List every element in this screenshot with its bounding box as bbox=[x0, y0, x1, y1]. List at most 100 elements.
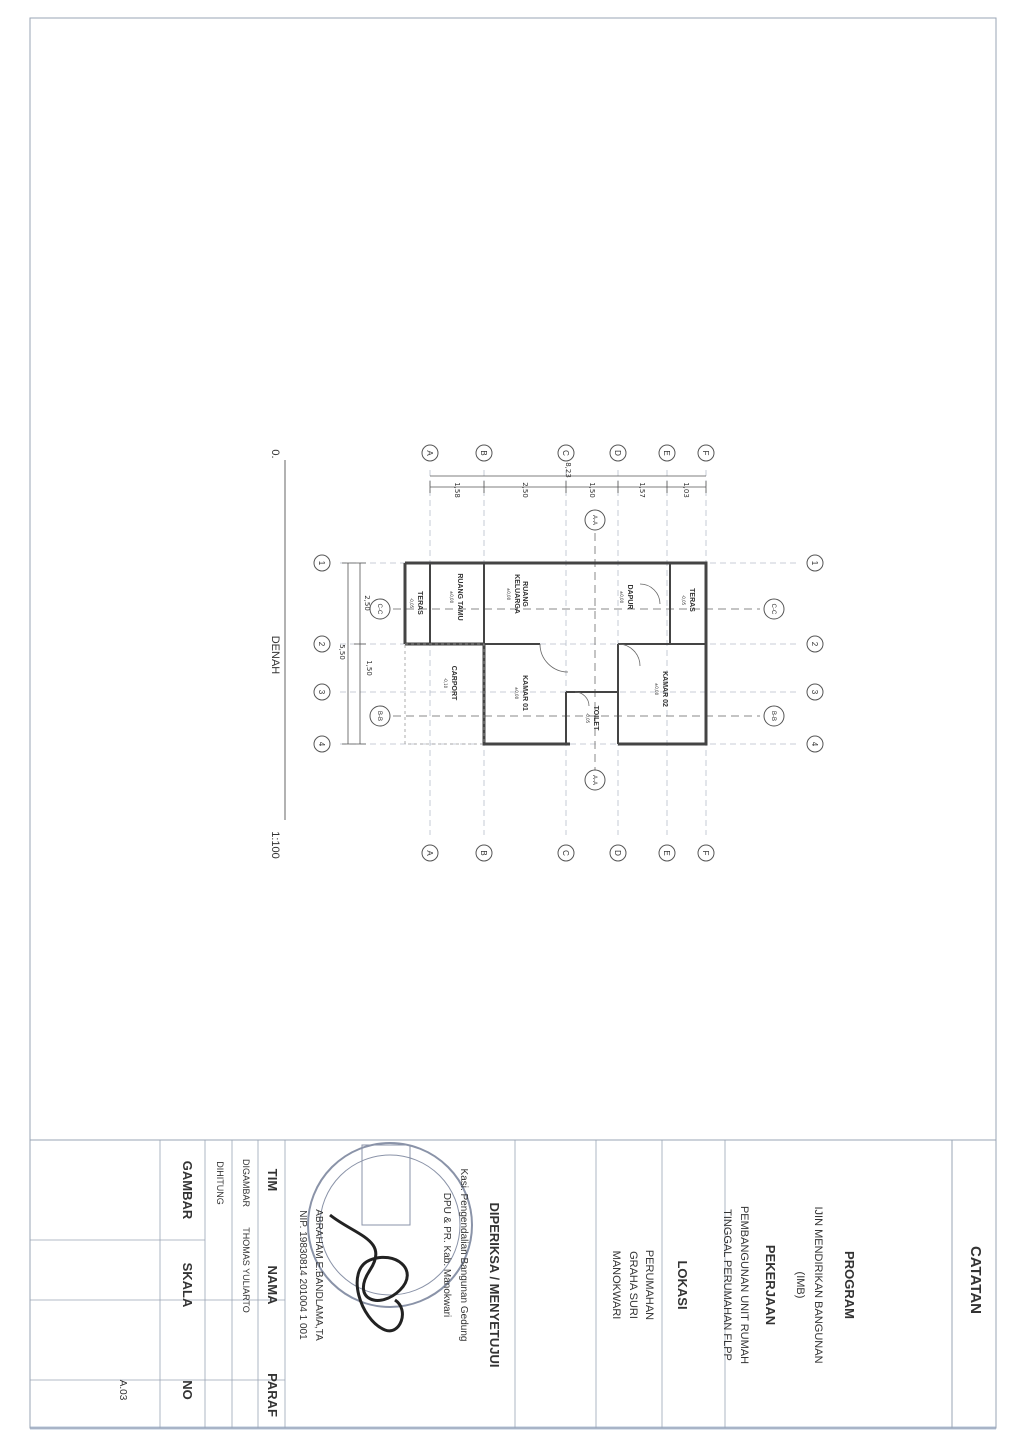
dimension-segment: 1,03 bbox=[682, 482, 690, 498]
grid-bubble-3-right bbox=[806, 683, 824, 701]
dimension-segment: 1,58 bbox=[453, 482, 461, 498]
room-label: DAPUR bbox=[626, 585, 633, 610]
grid-label: 4 bbox=[317, 742, 326, 747]
room-level: -0,10 bbox=[443, 678, 448, 689]
diperiksa-heading: DIPERIKSA / MENYETUJUI bbox=[487, 1203, 502, 1368]
left-dimension bbox=[342, 562, 366, 745]
room-level: ±0,00 bbox=[514, 687, 519, 700]
grid-bubble-1-left bbox=[313, 554, 331, 572]
title-block: CATATAN PROGRAM IJIN MENDIRIKAN BANGUNAN… bbox=[29, 1139, 997, 1429]
grid-label: 4 bbox=[810, 742, 819, 747]
room-level: -0,05 bbox=[585, 713, 590, 724]
room-level: ±0,00 bbox=[449, 591, 454, 604]
pekerjaan-line2: TINGGAL PERUMAHAN FLPP bbox=[721, 1209, 733, 1361]
section-label: C-C bbox=[770, 604, 776, 615]
program-heading: PROGRAM bbox=[842, 1251, 857, 1319]
section-label: A-A bbox=[591, 515, 597, 525]
dimension-segment: 1,57 bbox=[638, 482, 646, 498]
grid-label: F bbox=[701, 451, 710, 456]
top-dimension bbox=[429, 475, 707, 493]
dimension-total: 8,23 bbox=[564, 462, 572, 478]
grid-bubble-a-top bbox=[421, 444, 439, 462]
grid-label: A bbox=[425, 450, 434, 456]
dimension-segment: 1,50 bbox=[588, 482, 596, 498]
room-label: RUANG bbox=[521, 581, 528, 607]
room-label: TOILET bbox=[592, 706, 599, 731]
walls bbox=[403, 561, 708, 746]
program-line1: IJIN MENDIRIKAN BANGUNAN bbox=[812, 1206, 824, 1363]
pekerjaan-heading: PEKERJAAN bbox=[763, 1245, 778, 1325]
room-level: ±0,00 bbox=[506, 588, 511, 601]
grid-bubble-2-left bbox=[313, 635, 331, 653]
room-level: ±0,00 bbox=[654, 683, 659, 696]
grid-label: E bbox=[662, 450, 671, 455]
digambar-label: DIGAMBAR bbox=[241, 1159, 251, 1208]
room-level: ±0,00 bbox=[619, 591, 624, 604]
grid-bubbles-bottom bbox=[421, 844, 715, 862]
catatan-heading: CATATAN bbox=[967, 1246, 984, 1314]
scale-zero: 0. bbox=[269, 449, 281, 458]
section-marker-bb-right bbox=[763, 705, 785, 727]
grid-label: D bbox=[613, 450, 622, 456]
section-label: B-B bbox=[376, 711, 382, 721]
grid-bubble-f-bottom bbox=[697, 844, 715, 862]
section-marker-aa-top bbox=[584, 509, 606, 531]
floor-plan: A B C D E F A B C D E F bbox=[269, 444, 824, 862]
room-label: TERAS bbox=[416, 591, 423, 615]
grid-label: C bbox=[561, 850, 570, 856]
dimension-segment: 1,50 bbox=[365, 660, 373, 676]
grid-bubble-e-bottom bbox=[658, 844, 676, 862]
grid-bubble-f-top bbox=[697, 444, 715, 462]
grid-label: B bbox=[479, 850, 488, 855]
section-marker-cc-right bbox=[763, 598, 785, 620]
col-nama: NAMA bbox=[265, 1266, 280, 1306]
grid-label: 3 bbox=[810, 690, 819, 695]
room-label: CARPORT bbox=[450, 666, 457, 701]
lokasi-heading: LOKASI bbox=[675, 1260, 690, 1309]
grid-bubble-e-top bbox=[658, 444, 676, 462]
grid-label: 1 bbox=[317, 561, 326, 566]
grid-bubble-4-left bbox=[313, 735, 331, 753]
col-no: NO bbox=[180, 1380, 195, 1400]
lokasi-line3: MANOKWARI bbox=[610, 1251, 622, 1320]
grid-bubble-3-left bbox=[313, 683, 331, 701]
grid-label: D bbox=[613, 850, 622, 856]
room-label: TERAS bbox=[688, 588, 695, 612]
carport-area bbox=[404, 643, 485, 745]
dimension-segment: 2,50 bbox=[363, 595, 371, 611]
grid-label: 2 bbox=[317, 642, 326, 647]
grid-label: 1 bbox=[810, 561, 819, 566]
grid-bubble-1-right bbox=[806, 554, 824, 572]
col-skala: SKALA bbox=[180, 1263, 195, 1308]
section-label: B-B bbox=[770, 711, 776, 721]
grid-label: 2 bbox=[810, 642, 819, 647]
grid-bubble-4-right bbox=[806, 735, 824, 753]
digambar-name: THOMAS YULIARTO bbox=[241, 1227, 251, 1313]
diperiksa-line1: Kasi. Pengendalian Bangunan Gedung bbox=[458, 1169, 469, 1342]
dihitung-label: DIHITUNG bbox=[215, 1161, 225, 1205]
grid-label: F bbox=[701, 851, 710, 856]
grid-label: B bbox=[479, 450, 488, 455]
grid-bubble-c-top bbox=[557, 444, 575, 462]
section-markers bbox=[369, 509, 785, 791]
grid-bubble-d-top bbox=[609, 444, 627, 462]
col-paraf: PARAF bbox=[265, 1373, 280, 1417]
section-marker-aa-bottom bbox=[584, 769, 606, 791]
room-label: KAMAR 02 bbox=[661, 671, 668, 707]
grid-label: E bbox=[662, 850, 671, 855]
grid-bubble-a-bottom bbox=[421, 844, 439, 862]
official-stamp bbox=[307, 1142, 473, 1308]
signature bbox=[329, 1213, 409, 1333]
drawing-title: DENAH bbox=[269, 636, 281, 675]
drawing-scale: 1:100 bbox=[269, 831, 281, 859]
room-label: KELUARGA bbox=[513, 574, 520, 614]
program-line2: (IMB) bbox=[794, 1272, 806, 1299]
pekerjaan-line1: PEMBANGUNAN UNIT RUMAH bbox=[738, 1206, 750, 1364]
grid-bubble-c-bottom bbox=[557, 844, 575, 862]
grid-bubble-b-top bbox=[475, 444, 493, 462]
col-tim: TIM bbox=[265, 1169, 280, 1191]
room-level: -0,05 bbox=[681, 595, 686, 606]
grid-bubble-b-bottom bbox=[475, 844, 493, 862]
official-nip: NIP. 19830814 201004 1 001 bbox=[297, 1210, 308, 1340]
